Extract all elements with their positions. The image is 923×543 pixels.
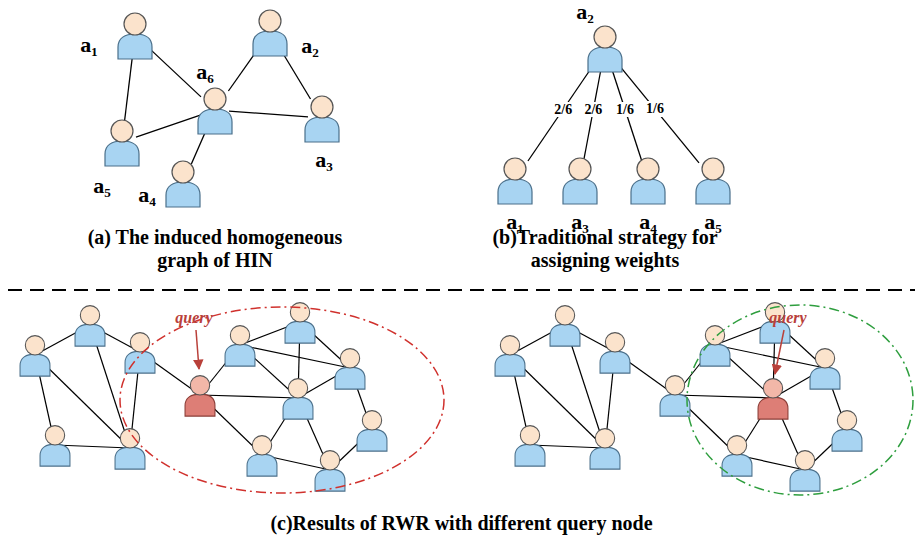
person-node: a₃: [302, 93, 342, 143]
person-icon: [163, 158, 203, 208]
panel-caption: (b)Traditional strategy for assigning we…: [470, 226, 740, 272]
edge-weight: 1/6: [615, 102, 635, 117]
edge-weight: 2/6: [553, 102, 573, 117]
person-icon: [560, 155, 600, 205]
person-icon: [195, 85, 235, 135]
query-leader: [196, 330, 199, 369]
person-node: a₄: [163, 158, 203, 208]
person-node: a₁: [115, 10, 155, 60]
node-label: a₂: [576, 1, 594, 23]
query-label: query: [769, 309, 806, 327]
graph-edge: [229, 111, 308, 117]
person-icon: [628, 155, 668, 205]
graph-edge: [124, 54, 132, 123]
graph-edge: [528, 67, 592, 161]
node-label: a₄: [138, 184, 156, 206]
person-node: a₂: [250, 7, 290, 57]
person-icon: [250, 7, 290, 57]
graph-edge: [136, 115, 201, 137]
person-node: a₃: [560, 155, 600, 205]
separator-line: [8, 289, 915, 291]
edge-weight: 2/6: [583, 102, 603, 117]
figure-caption: (c)Results of RWR with different query n…: [100, 512, 823, 535]
person-icon: [102, 117, 142, 167]
node-label: a₅: [93, 175, 111, 197]
edge-weight: 1/6: [645, 101, 665, 116]
person-node: a₆: [195, 85, 235, 135]
person-node: a₅: [102, 117, 142, 167]
person-icon: [585, 23, 625, 73]
person-icon: [302, 93, 342, 143]
left-graph-icons: [20, 303, 387, 491]
person-node: a₂: [585, 23, 625, 73]
person-icon: [115, 10, 155, 60]
query-leader: [775, 330, 784, 374]
person-node: a₅: [693, 155, 733, 205]
person-node: a₁: [495, 155, 535, 205]
node-label: a₁: [80, 34, 98, 56]
node-label: a₂: [301, 35, 319, 57]
node-label: a₃: [315, 149, 333, 171]
person-icon: [495, 155, 535, 205]
graph-edge: [281, 51, 310, 99]
person-icon: [693, 155, 733, 205]
rwr-region-red: [120, 307, 444, 493]
graph-edge: [149, 48, 201, 97]
person-node: a₄: [628, 155, 668, 205]
graph-edge: [228, 51, 256, 91]
node-label: a₆: [196, 61, 214, 83]
rwr-region-green: [687, 305, 913, 495]
graph-edge: [611, 67, 642, 161]
right-graph-icons: [495, 303, 862, 491]
query-label: query: [175, 309, 212, 327]
panel-caption: (a) The induced homogeneous graph of HIN: [60, 226, 370, 272]
